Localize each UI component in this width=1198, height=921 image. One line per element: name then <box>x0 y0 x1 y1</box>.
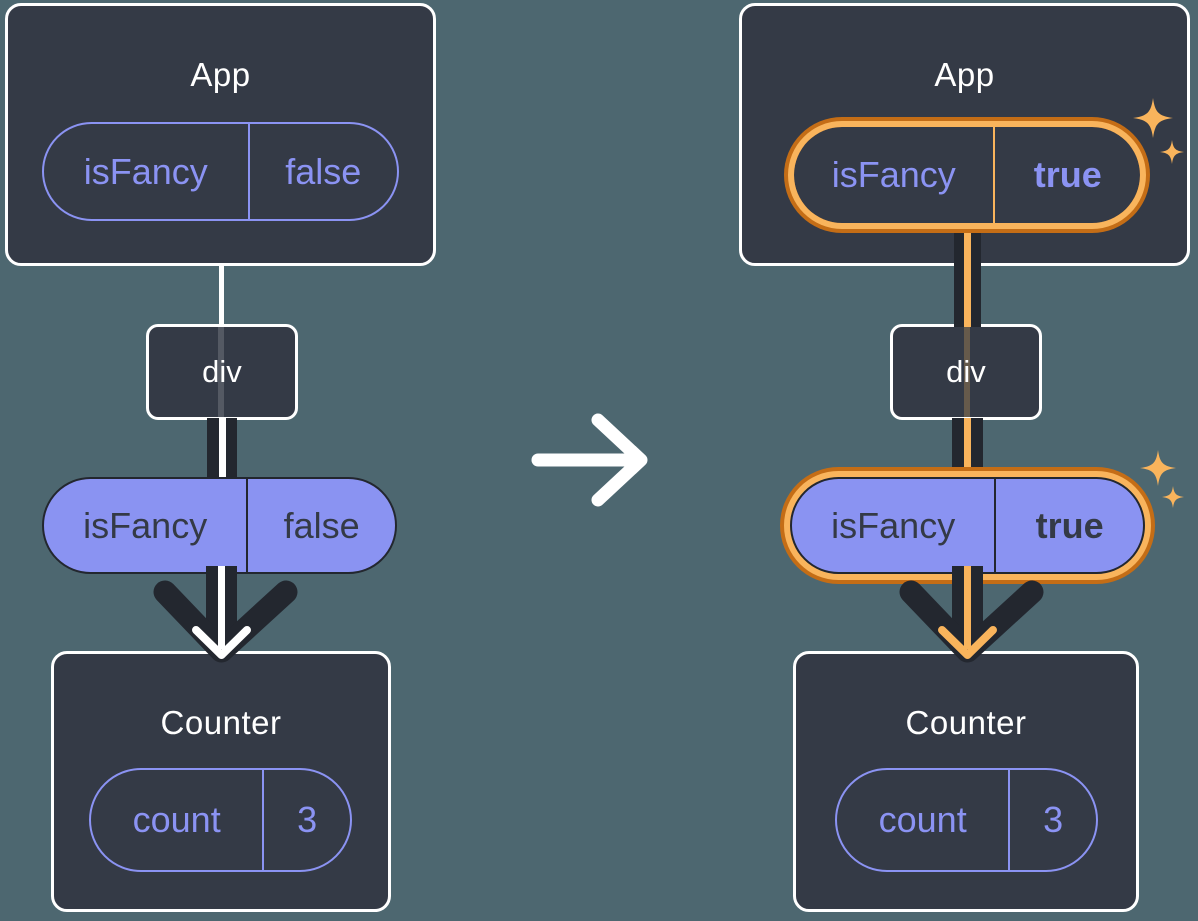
component-title: Counter <box>905 704 1027 741</box>
tree-edge-app-div-left <box>219 264 224 327</box>
prop-value: true <box>994 479 1143 572</box>
sparkle-icon <box>1133 98 1173 138</box>
div-label: div <box>202 354 242 389</box>
div-node-right: div <box>890 324 1042 420</box>
state-value: 3 <box>1008 770 1096 870</box>
prop-pill-app-left: isFancy false <box>42 122 399 221</box>
prop-pill-passed-right: isFancy true <box>790 477 1145 574</box>
div-label: div <box>946 354 986 389</box>
state-pill-left: count 3 <box>89 768 352 872</box>
state-value: 3 <box>262 770 350 870</box>
state-name: count <box>132 799 221 840</box>
down-arrow-icon <box>899 566 1044 663</box>
prop-flow-ghost-line <box>964 327 970 417</box>
div-node-left: div <box>146 324 298 420</box>
state-pill-right: count 3 <box>835 768 1098 872</box>
app-node-right: App <box>739 3 1190 266</box>
component-title: App <box>190 56 251 93</box>
prop-pill-passed-left: isFancy false <box>42 477 397 574</box>
prop-flow-ghost-line <box>218 327 224 417</box>
prop-name: isFancy <box>83 150 208 192</box>
prop-flow-core-right <box>964 418 971 480</box>
prop-value: false <box>246 479 395 572</box>
prop-name: isFancy <box>83 504 208 546</box>
tree-edge-div-pill-left <box>218 418 226 480</box>
prop-value: false <box>247 124 397 219</box>
prop-name: isFancy <box>831 154 956 195</box>
prop-pill-app-right: isFancy true <box>794 127 1140 223</box>
sparkle-icon <box>1160 140 1184 164</box>
transition-arrow-icon <box>531 413 648 507</box>
state-name: count <box>878 799 967 840</box>
component-title: Counter <box>160 704 282 741</box>
sparkle-icon <box>1162 486 1184 508</box>
counter-node-left: Counter <box>51 651 391 912</box>
sparkle-icon <box>1140 450 1176 486</box>
down-arrow-icon <box>153 566 298 663</box>
prop-flow-core-right <box>964 226 971 327</box>
component-title: App <box>934 56 995 93</box>
prop-value: true <box>993 127 1140 223</box>
prop-name: isFancy <box>831 504 956 546</box>
